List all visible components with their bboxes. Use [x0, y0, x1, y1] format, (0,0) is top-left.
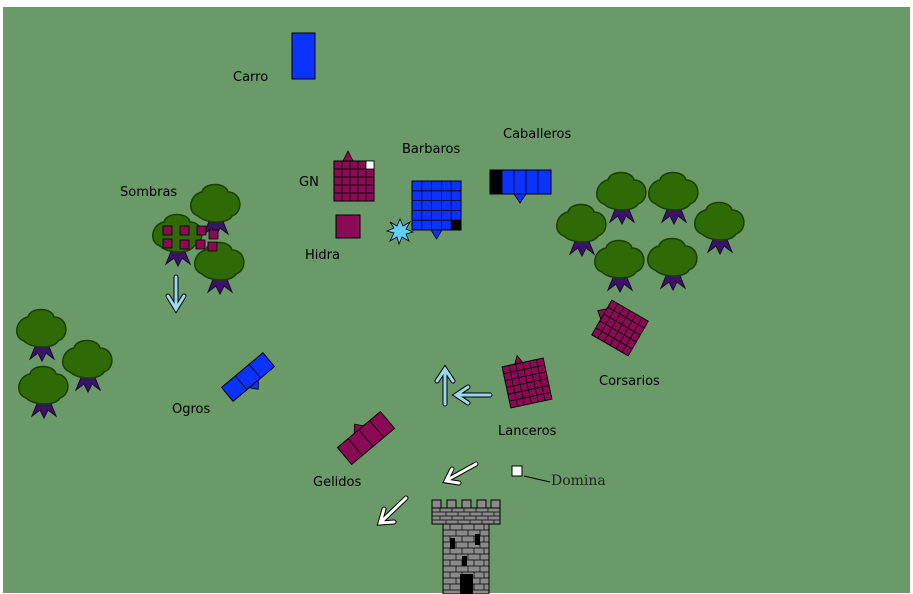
- unit-sombras[interactable]: [162, 225, 219, 252]
- move-arrow-icon: [451, 384, 493, 406]
- unit-lanceros[interactable]: [500, 350, 553, 409]
- center-left-woods: [152, 183, 245, 296]
- tree-icon: [694, 201, 745, 256]
- unit-lanceros-label: Lanceros: [498, 424, 557, 439]
- unit-corsarios-label: Corsarios: [599, 374, 660, 389]
- unit-hidra[interactable]: [335, 214, 361, 239]
- tree-icon: [556, 203, 607, 258]
- combat-burst-icon: [385, 217, 415, 246]
- unit-barbaros-label: Barbaros: [402, 142, 460, 157]
- move-arrow-icon: [165, 274, 187, 314]
- right-woods: [556, 171, 745, 294]
- unit-sombras-label: Sombras: [120, 185, 177, 200]
- tree-icon: [62, 339, 113, 394]
- tree-icon: [194, 241, 245, 296]
- tree-icon: [647, 237, 698, 292]
- tree-icon: [152, 213, 203, 268]
- unit-hidra-label: Hidra: [305, 248, 340, 263]
- left-woods: [16, 308, 113, 420]
- unit-gn[interactable]: [333, 150, 375, 202]
- unit-barbaros[interactable]: [411, 180, 462, 240]
- battlefield: [3, 7, 910, 593]
- move-arrow-icon: [434, 364, 456, 407]
- tree-icon: [648, 171, 699, 226]
- tree-icon: [596, 171, 647, 226]
- unit-gn-label: GN: [299, 175, 319, 190]
- domina-label: Domina: [551, 473, 606, 489]
- tree-icon: [18, 365, 69, 420]
- charge-arrow-icon: [442, 461, 479, 486]
- tower-icon: [431, 499, 501, 594]
- unit-carro-label: Carro: [233, 70, 268, 85]
- unit-gelidos[interactable]: [333, 406, 396, 466]
- unit-corsarios[interactable]: [586, 297, 649, 357]
- unit-ogros[interactable]: [220, 352, 279, 407]
- unit-carro[interactable]: [291, 32, 316, 80]
- tree-icon: [16, 308, 67, 363]
- unit-caballeros[interactable]: [489, 169, 552, 204]
- unit-caballeros-label: Caballeros: [503, 127, 571, 142]
- unit-gelidos-label: Gelidos: [313, 475, 362, 490]
- charge-arrow-icon: [376, 495, 409, 526]
- unit-ogros-label: Ogros: [172, 402, 210, 417]
- tree-icon: [594, 239, 645, 294]
- domina-marker[interactable]: [511, 465, 551, 483]
